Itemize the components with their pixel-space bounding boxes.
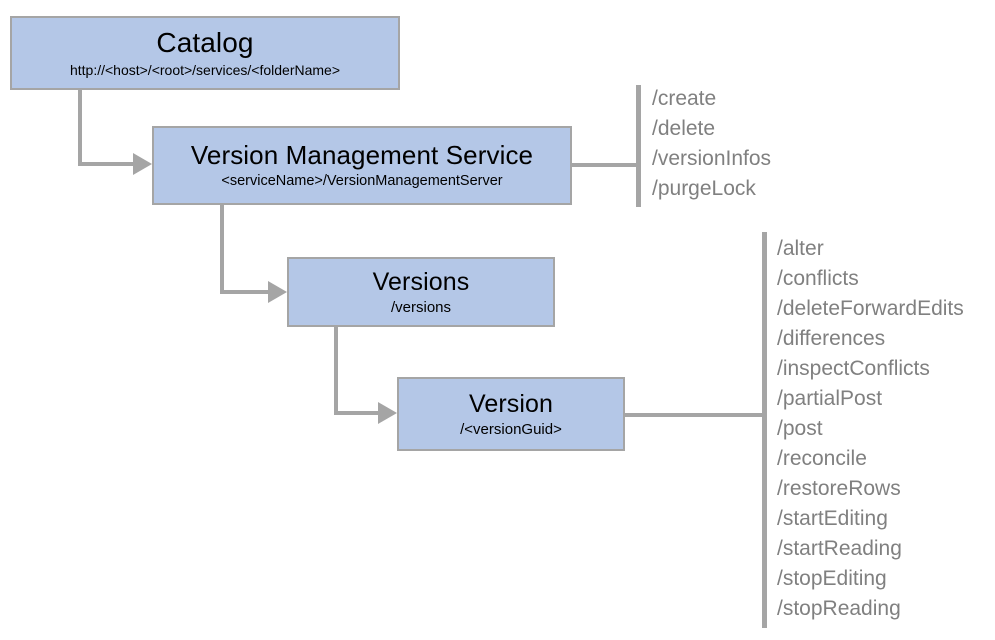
node-versions[interactable]: Versions /versions	[287, 257, 555, 327]
connector-version-to-endpoints	[625, 413, 764, 417]
endpoint-item: /stopEditing	[777, 567, 887, 590]
endpoint-list-service-operations: /create/delete/versionInfos/purgeLock	[652, 84, 771, 204]
endpoint-item: /differences	[777, 327, 886, 350]
endpoint-item: /post	[777, 417, 823, 440]
endpoint-item: /inspectConflicts	[777, 357, 930, 380]
node-version-management-service-title: Version Management Service	[190, 139, 534, 170]
arrowhead-catalog-to-service	[133, 153, 152, 175]
connector-service-to-versions-horizontal	[220, 290, 270, 294]
endpoint-item: /purgeLock	[652, 177, 756, 200]
node-versions-subtitle: /versions	[390, 298, 452, 316]
connector-catalog-to-service-vertical	[78, 90, 82, 164]
endpoint-item: /reconcile	[777, 447, 867, 470]
endpoint-item: /startEditing	[777, 507, 888, 530]
endpoint-item: /delete	[652, 117, 716, 140]
endpoint-item: /conflicts	[777, 267, 859, 290]
node-catalog[interactable]: Catalog http://<host>/<root>/services/<f…	[10, 16, 400, 90]
connector-versions-to-version-vertical	[334, 327, 338, 413]
endpoint-item: /partialPost	[777, 387, 883, 410]
endpoint-item: /deleteForwardEdits	[777, 297, 964, 320]
endpoint-item: /alter	[777, 237, 824, 260]
node-catalog-title: Catalog	[156, 27, 254, 59]
connector-catalog-to-service-horizontal	[78, 162, 135, 166]
connector-service-to-endpoints	[572, 163, 638, 167]
bracket-service-endpoints	[636, 85, 641, 207]
node-version-subtitle: /<versionGuid>	[460, 420, 562, 438]
endpoint-item: /startReading	[777, 537, 902, 560]
connector-service-to-versions-vertical	[220, 205, 224, 292]
endpoint-item: /restoreRows	[777, 477, 901, 500]
endpoint-item: /stopReading	[777, 597, 901, 620]
node-versions-title: Versions	[372, 267, 470, 296]
node-version-management-service-subtitle: <serviceName>/VersionManagementServer	[221, 173, 503, 190]
arrowhead-versions-to-version	[378, 402, 397, 424]
node-catalog-subtitle: http://<host>/<root>/services/<folderNam…	[69, 61, 341, 78]
node-version-title: Version	[468, 389, 554, 418]
node-version-management-service[interactable]: Version Management Service <serviceName>…	[152, 126, 572, 205]
connector-versions-to-version-horizontal	[334, 411, 380, 415]
arrowhead-service-to-versions	[268, 281, 287, 303]
endpoint-item: /versionInfos	[652, 147, 772, 170]
node-version[interactable]: Version /<versionGuid>	[397, 377, 625, 451]
endpoint-item: /create	[652, 87, 717, 110]
bracket-version-endpoints	[762, 232, 767, 628]
endpoint-list-version-operations: /alter/conflicts/deleteForwardEdits/diff…	[777, 234, 964, 624]
